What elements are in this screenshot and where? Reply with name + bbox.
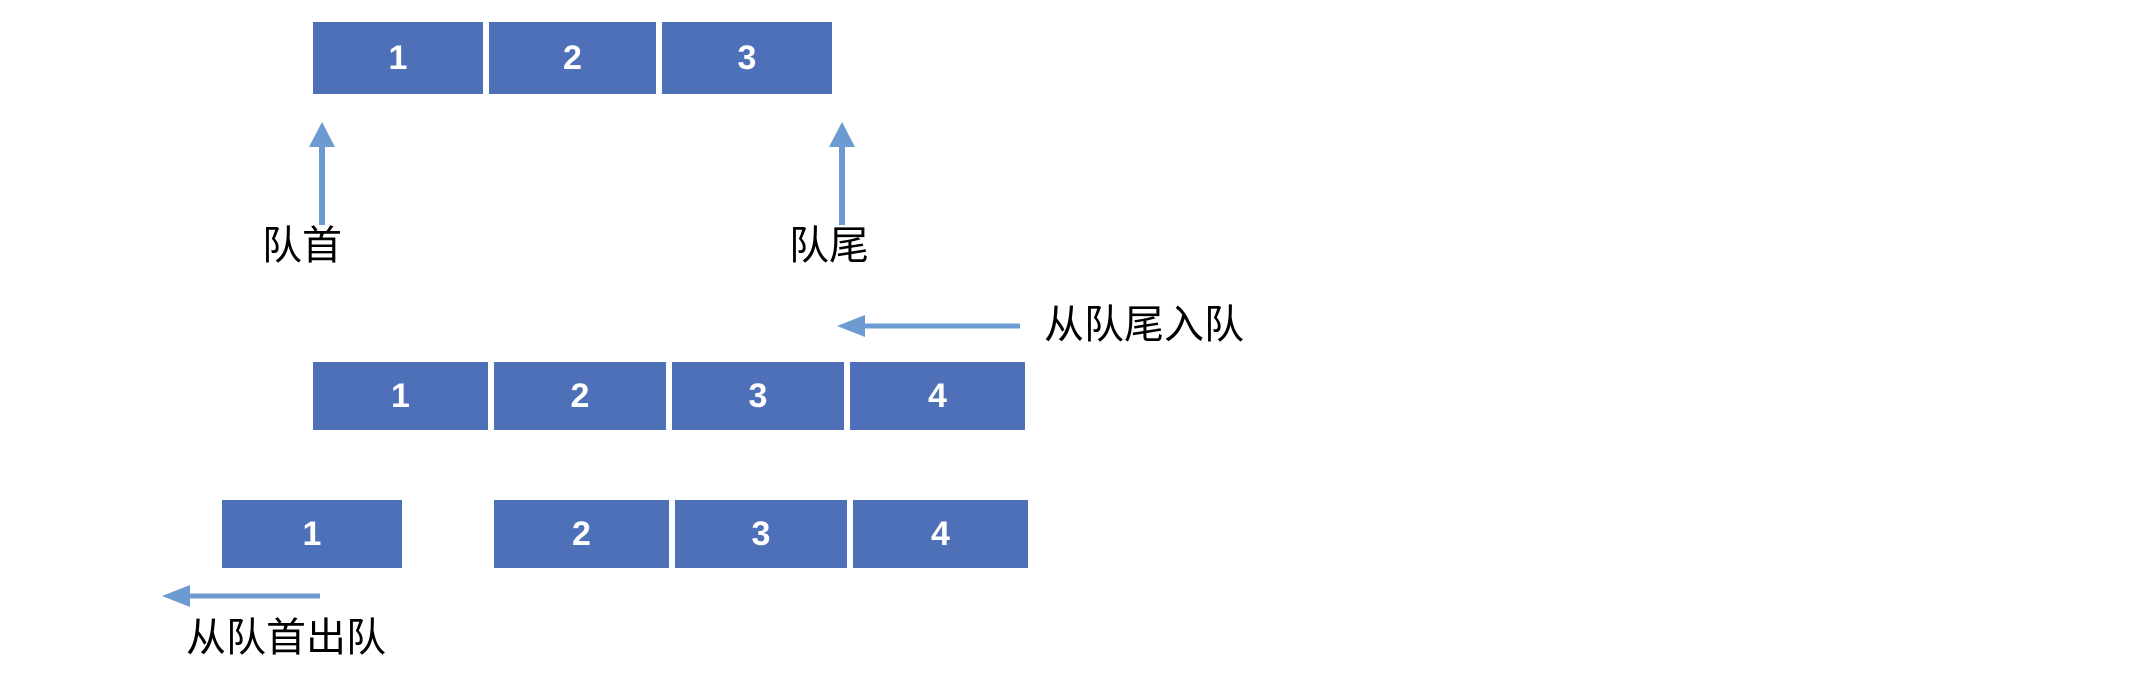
queue-group: 1 2 3 4: [313, 362, 1025, 430]
arrow-up-icon-front: [302, 120, 342, 225]
arrow-up-icon-rear: [822, 120, 862, 225]
queue-group: 1 2 3: [313, 22, 832, 94]
queue-cell[interactable]: 2: [494, 500, 672, 568]
label-queue-rear: 队尾: [789, 223, 869, 269]
label-dequeue-from-front: 从队首出队: [186, 615, 386, 661]
queue-group-dequeued: 1: [222, 500, 402, 568]
queue-cell[interactable]: 4: [847, 362, 1025, 430]
queue-cell[interactable]: 2: [486, 22, 659, 94]
queue-cell[interactable]: 3: [669, 362, 847, 430]
queue-row-after-dequeue-remaining: 2 3 4: [494, 500, 1028, 568]
queue-row-initial: 1 2 3: [313, 22, 832, 94]
queue-cell-dequeued[interactable]: 1: [222, 500, 402, 568]
label-queue-front: 队首: [262, 223, 342, 269]
arrow-left-icon-dequeue: [160, 585, 320, 607]
queue-row-after-enqueue: 1 2 3 4: [313, 362, 1025, 430]
arrow-left-icon-enqueue: [835, 315, 1020, 337]
queue-cell[interactable]: 1: [313, 22, 486, 94]
queue-cell[interactable]: 1: [313, 362, 491, 430]
queue-cell[interactable]: 2: [491, 362, 669, 430]
queue-cell[interactable]: 3: [672, 500, 850, 568]
label-enqueue-from-rear: 从队尾入队: [1044, 302, 1244, 348]
queue-row-after-dequeue-removed: 1: [222, 500, 402, 568]
queue-cell[interactable]: 4: [850, 500, 1028, 568]
queue-cell[interactable]: 3: [659, 22, 832, 94]
queue-group-remaining: 2 3 4: [494, 500, 1028, 568]
